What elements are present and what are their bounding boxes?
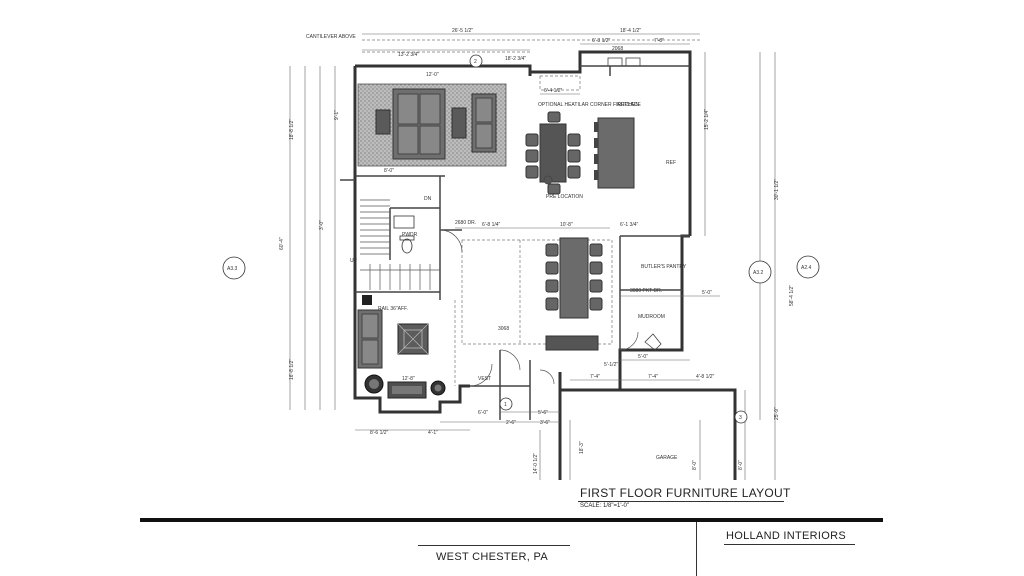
dim-right-c: 25'-9" — [774, 407, 780, 420]
section-label-right-1: A3.2 — [753, 270, 764, 276]
firm-name: HOLLAND INTERIORS — [726, 530, 847, 542]
dim-top-f: 6'-4 1/2" — [544, 88, 563, 94]
room-powder: PWDR — [402, 232, 418, 238]
powder-room-fixtures — [393, 215, 415, 254]
door-swings — [439, 229, 639, 387]
dim-top-d: 7'-8" — [654, 38, 664, 44]
dim-left-e: 9'-1" — [334, 110, 340, 120]
detail-label-mid: 1 — [504, 402, 507, 408]
dim-right-d: 15'-2 1/4" — [704, 109, 710, 130]
dim-top-right: 18'-4 1/2" — [620, 28, 641, 34]
dim-bot-b: 4'-1" — [428, 430, 438, 436]
section-label-left: A3.3 — [227, 266, 238, 272]
dim-bot-g: 2'-6" — [506, 420, 516, 426]
dim-top-c: 6'-3 1/2" — [592, 38, 611, 44]
dim-bot-d: 18'-3" — [579, 441, 585, 454]
dim-right-a: 30'-1 1/2" — [774, 179, 780, 200]
dim-bot-a: 8'-6 1/2" — [370, 430, 389, 436]
project-location: WEST CHESTER, PA — [436, 551, 548, 563]
kitchen-island — [597, 117, 635, 189]
section-marker-left — [222, 256, 246, 280]
dim-top-e: 12'-0" — [426, 72, 439, 78]
dim-top-a: 13'-2 3/4" — [398, 52, 419, 58]
dim-top-b: 18'-2 3/4" — [505, 56, 526, 62]
dining-table — [539, 123, 567, 183]
ottoman — [451, 107, 467, 139]
dashed-lines — [362, 39, 700, 386]
dim-left-d: 3'-0" — [319, 220, 325, 230]
family-room-furniture — [357, 83, 507, 167]
dimension-lines — [289, 33, 776, 480]
dim-mid-m: 5'-0" — [702, 290, 712, 296]
room-garage: GARAGE — [656, 455, 678, 461]
misc-fixtures — [543, 57, 662, 351]
rail-note: RAIL 36"AFF. — [378, 306, 408, 312]
title-block-divider — [696, 522, 697, 576]
title-block-rule — [140, 518, 883, 522]
room-mudroom: MUDROOM — [638, 314, 665, 320]
window-note-1: 3068 — [498, 326, 509, 332]
title-underline — [578, 501, 784, 502]
bench — [545, 335, 599, 351]
breakfast-table — [559, 237, 589, 319]
dim-bot-h: 3'-6" — [540, 420, 550, 426]
dim-bot-e: 8'-0" — [738, 460, 744, 470]
dim-mid-g: 7'-4" — [648, 374, 658, 380]
dim-mid-h: 4'-8 1/2" — [696, 374, 715, 380]
dim-left-b: 60'-4" — [279, 237, 285, 250]
dim-mid-k: 5'-6" — [538, 410, 548, 416]
fireplace-note: OPTIONAL HEATILAR CORNER FIREPLACE — [538, 102, 641, 108]
drawing-title: FIRST FLOOR FURNITURE LAYOUT — [580, 486, 791, 500]
room-butlers-pantry: BUTLER'S PANTRY — [641, 264, 687, 270]
dim-mid-a: 8'-0" — [384, 168, 394, 174]
dim-mid-l: 5'-1/2" — [604, 362, 618, 368]
dim-mid-c: 6'-8 1/4" — [482, 222, 501, 228]
location-overline — [418, 545, 570, 546]
dim-mid-e: 12'-8" — [402, 376, 415, 382]
detail-marker-right — [734, 410, 748, 424]
room-vest: VEST — [478, 376, 491, 382]
dim-mid-j: 6'-0" — [478, 410, 488, 416]
section-markers — [222, 54, 820, 424]
ref-note: REF — [666, 160, 676, 166]
opening-note: PRE LOCATION — [546, 194, 583, 200]
dim-left-c: 16'-8 1/2" — [289, 359, 295, 380]
breakfast-table-furniture — [545, 237, 603, 351]
detail-label-right: 3 — [739, 415, 742, 421]
dim-mid-f: 7'-4" — [590, 374, 600, 380]
drawing-scale: SCALE: 1/8"=1'-0" — [580, 503, 629, 509]
door-note-1: 2680 DR. — [455, 220, 476, 226]
up-note: UP — [350, 258, 358, 264]
dim-right-b: 58'-4 1/2" — [789, 285, 795, 306]
firm-underline — [724, 544, 855, 545]
dim-mid-b: 10'-8" — [560, 222, 573, 228]
dim-bot-f: 8'-0" — [692, 460, 698, 470]
dim-mid-d: 6'-1 3/4" — [620, 222, 639, 228]
dn-note: DN — [424, 196, 432, 202]
stair-post — [362, 295, 372, 305]
dim-bot-c: 14'-0 1/2" — [533, 453, 539, 474]
kitchen-dining-furniture — [525, 111, 635, 195]
cantilever-note: CANTILEVER ABOVE — [306, 34, 356, 40]
detail-marker-mid — [499, 397, 513, 411]
den-furniture — [357, 295, 446, 399]
end-table — [375, 109, 391, 135]
door-note-3: 2068 — [612, 46, 623, 52]
stairs — [360, 199, 440, 290]
door-note-2: 3080 PKT DR. — [630, 288, 662, 294]
room-kitchen: KITCHEN — [617, 102, 639, 108]
detail-marker-top — [469, 54, 483, 68]
section-marker-right-2 — [796, 255, 820, 279]
section-marker-right-1 — [748, 260, 772, 284]
dim-mid-i: 5'-0" — [638, 354, 648, 360]
dim-left-a: 18'-8 1/2" — [289, 119, 295, 140]
dim-top-overall: 26'-5 1/2" — [452, 28, 473, 34]
detail-label-top: 2 — [474, 59, 477, 65]
interior-walls — [340, 65, 690, 420]
section-label-right-2: A2.4 — [801, 265, 812, 271]
